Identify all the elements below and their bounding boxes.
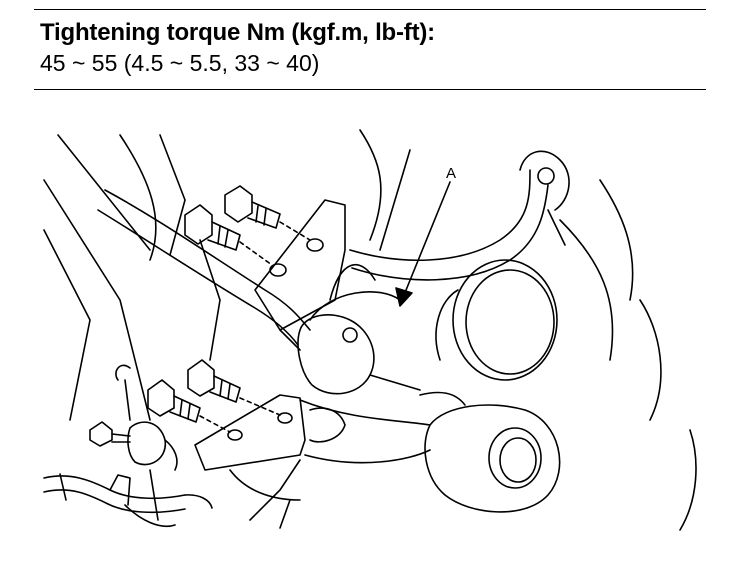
lower-arm <box>249 399 431 521</box>
brake-hose <box>43 473 213 514</box>
bottom-rule <box>34 89 706 90</box>
upper-bracket <box>254 199 346 351</box>
torque-spec-title: Tightening torque Nm (kgf.m, lb-ft): <box>40 19 435 46</box>
callout-arrow <box>395 181 451 307</box>
lower-bracket <box>194 394 306 471</box>
lower-structure <box>124 391 466 529</box>
callout-label-a: A <box>446 165 456 182</box>
upper-bolt-2 <box>224 185 311 241</box>
lower-bushing <box>424 404 561 513</box>
lower-bolt-hole-1 <box>227 429 243 441</box>
lower-bolt-2 <box>187 359 281 416</box>
knuckle <box>297 263 421 395</box>
background-structure <box>43 129 697 531</box>
stabilizer-link <box>89 364 178 521</box>
top-rule <box>34 9 706 10</box>
upper-arm <box>349 150 570 281</box>
lower-bolt-hole-2 <box>277 412 293 424</box>
brake-disc <box>435 259 558 381</box>
lower-bolt-1 <box>147 379 231 433</box>
upper-bolts <box>184 185 311 266</box>
upper-bolt-hole-1 <box>269 263 287 277</box>
upper-bolt-hole-2 <box>306 238 324 252</box>
stabilizer-bar <box>97 189 311 361</box>
suspension-illustration: A <box>43 129 697 531</box>
torque-spec: Tightening torque Nm (kgf.m, lb-ft): 45 … <box>40 18 700 78</box>
upper-bolt-1 <box>184 204 273 266</box>
lower-bolts <box>147 359 281 433</box>
torque-spec-value: 45 ~ 55 (4.5 ~ 5.5, 33 ~ 40) <box>40 50 320 76</box>
